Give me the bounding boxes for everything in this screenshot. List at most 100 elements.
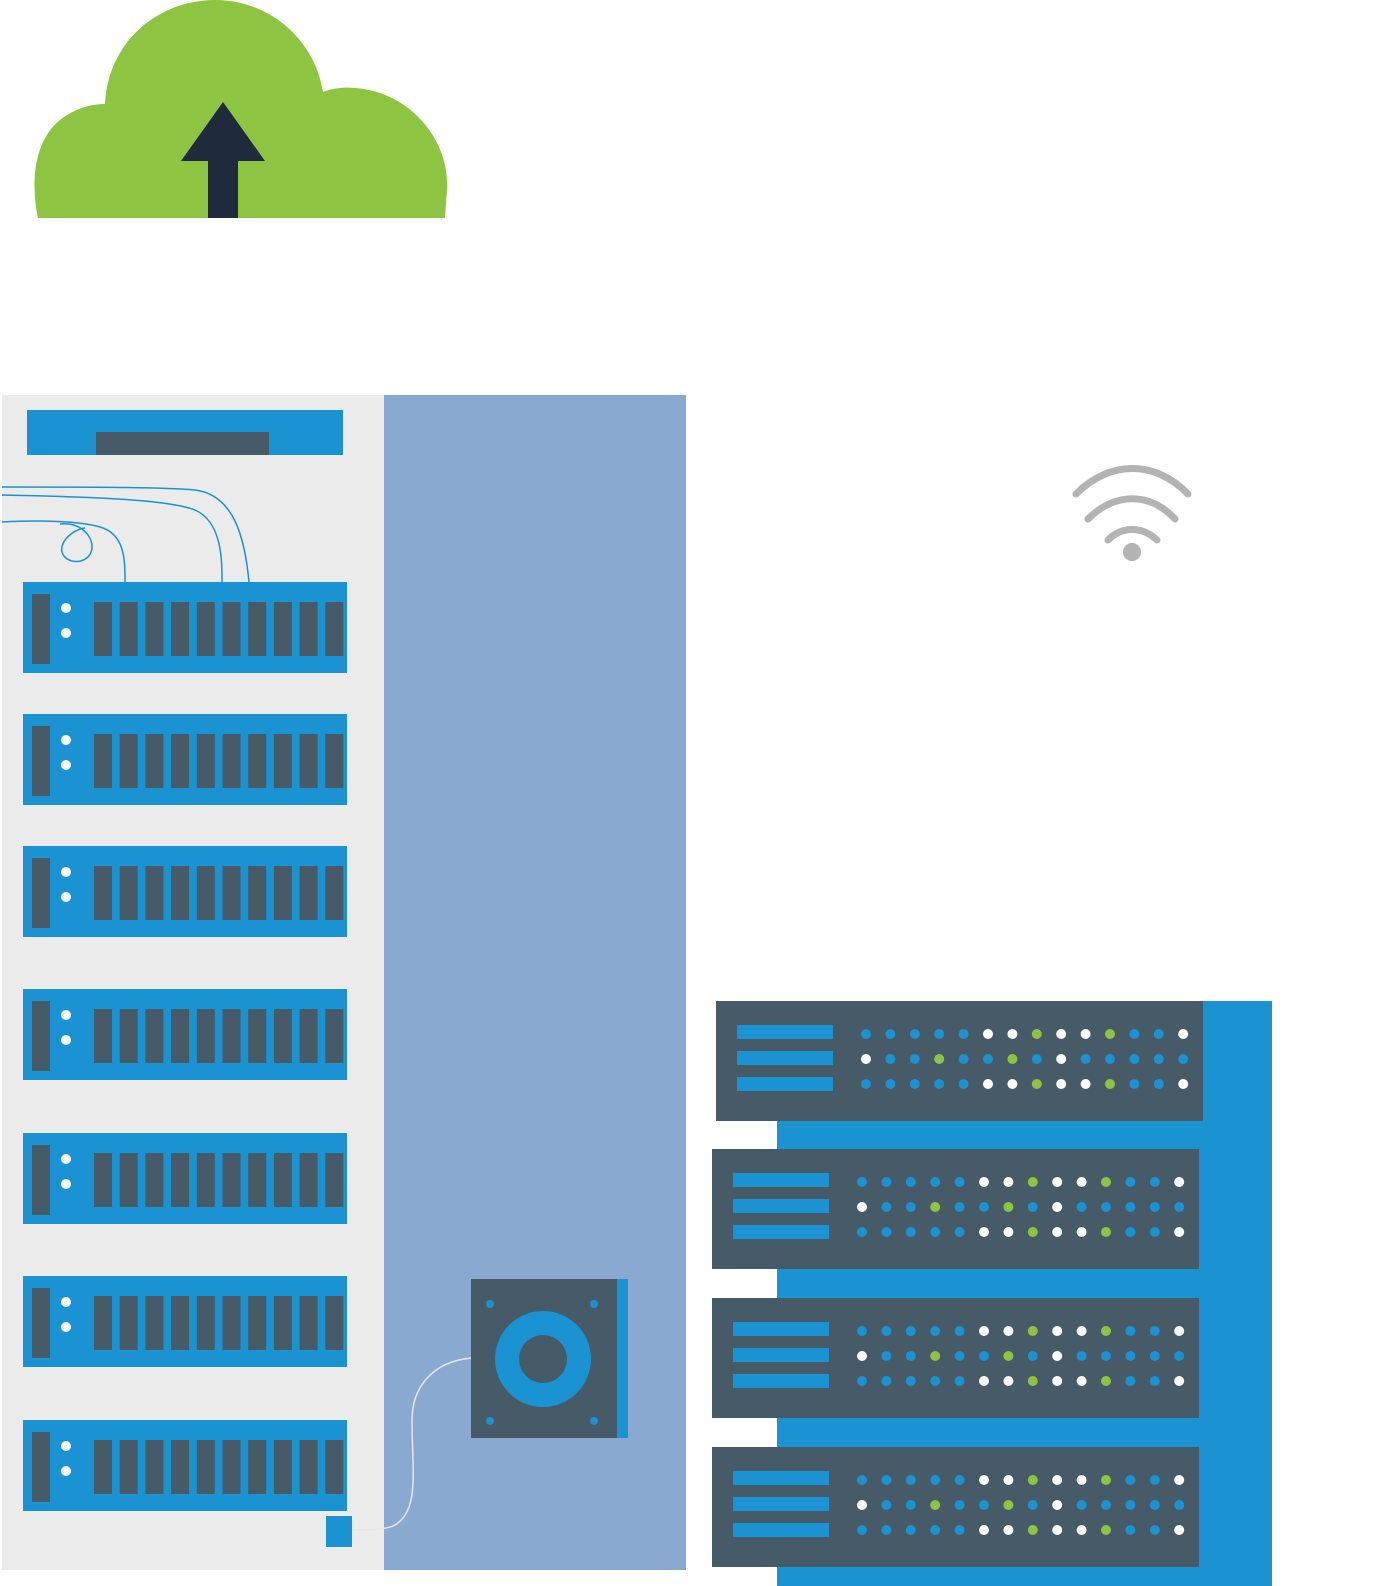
rack-units: [23, 582, 347, 1511]
drive-slot: [171, 602, 190, 656]
stack-unit-bar: [737, 1051, 833, 1065]
drive-slot: [94, 602, 112, 656]
status-led: [885, 1029, 896, 1039]
drive-slot: [171, 734, 190, 788]
stack-unit-bar: [733, 1374, 829, 1388]
status-led: [861, 1079, 871, 1089]
status-led: [857, 1475, 867, 1485]
rack-server-unit: [23, 1133, 347, 1224]
drive-slot: [145, 602, 164, 656]
status-led: [1153, 1029, 1164, 1039]
status-led: [881, 1326, 892, 1336]
status-led: [1003, 1177, 1014, 1187]
status-led: [905, 1525, 916, 1535]
status-led: [1101, 1475, 1111, 1485]
status-led: [885, 1054, 896, 1064]
status-led: [1174, 1227, 1185, 1237]
cable: [1, 520, 126, 583]
status-led: [857, 1202, 867, 1212]
status-led: [1101, 1202, 1111, 1212]
status-led: [930, 1500, 941, 1510]
status-led: [1153, 1054, 1164, 1064]
port-square: [326, 1516, 352, 1547]
status-led: [1027, 1500, 1038, 1510]
upload-arrow-shaft: [208, 161, 238, 218]
drive-slot: [248, 1009, 267, 1063]
drive-slot: [94, 734, 112, 788]
status-led: [1027, 1376, 1038, 1386]
status-led: [861, 1029, 871, 1039]
status-led: [1052, 1376, 1063, 1386]
status-led: [881, 1475, 892, 1485]
status-led: [905, 1177, 916, 1187]
status-led: [1178, 1079, 1189, 1089]
status-led: [930, 1376, 941, 1386]
status-led: [885, 1079, 896, 1089]
status-led: [1101, 1177, 1111, 1187]
drive-slot: [222, 866, 241, 920]
rack-server-unit: [23, 989, 347, 1080]
status-led: [1129, 1079, 1140, 1089]
status-led: [1027, 1525, 1038, 1535]
drive-slot: [119, 1440, 138, 1494]
status-led: [905, 1202, 916, 1212]
stack-unit-bar: [733, 1523, 829, 1537]
status-led: [954, 1500, 965, 1510]
status-led: [1076, 1525, 1087, 1535]
upload-arrow-head: [181, 102, 265, 161]
status-led: [1027, 1475, 1038, 1485]
stack-server-unit: [716, 1001, 1203, 1121]
cloud-shape: [34, 0, 448, 218]
stack-unit-bar: [733, 1497, 829, 1511]
drive-slot: [222, 602, 241, 656]
drive-slot: [248, 602, 267, 656]
status-led: [979, 1351, 989, 1361]
rack-unit-handle: [32, 858, 50, 928]
drive-slot: [145, 1296, 164, 1350]
status-led: [881, 1525, 892, 1535]
drive-slot: [94, 1153, 112, 1207]
status-led: [1052, 1177, 1063, 1187]
status-led: [1153, 1079, 1164, 1089]
drive-slot: [273, 1440, 292, 1494]
status-led: [1105, 1029, 1115, 1039]
storage-core: [519, 1335, 567, 1383]
drive-slot: [325, 1009, 344, 1063]
drive-slot: [196, 1440, 215, 1494]
status-led: [1052, 1475, 1063, 1485]
status-led: [1125, 1525, 1136, 1535]
storage-screw: [590, 1300, 598, 1308]
drive-slot: [325, 602, 344, 656]
status-led: [1149, 1177, 1160, 1187]
drive-slot: [273, 734, 292, 788]
status-led: [1149, 1376, 1160, 1386]
drive-slot: [325, 1153, 344, 1207]
status-led: [909, 1054, 920, 1064]
status-led: [979, 1177, 989, 1187]
status-led: [1076, 1376, 1087, 1386]
status-led: [1125, 1202, 1136, 1212]
server-stack-units: [712, 1001, 1203, 1567]
status-led: [1076, 1351, 1087, 1361]
rack-unit-led: [61, 1466, 71, 1476]
status-led: [934, 1079, 945, 1089]
rack-unit-led: [61, 603, 71, 613]
status-led: [857, 1500, 867, 1510]
drive-slot: [171, 1440, 190, 1494]
status-led: [1174, 1202, 1185, 1212]
drive-slot: [222, 1009, 241, 1063]
status-led: [1031, 1029, 1042, 1039]
status-led: [979, 1227, 989, 1237]
status-led: [1178, 1029, 1189, 1039]
rack-unit-handle: [32, 594, 50, 664]
status-led: [881, 1202, 892, 1212]
storage-cable: [351, 1357, 472, 1531]
rack-unit-led: [61, 1154, 71, 1164]
rack-unit-led: [61, 628, 71, 638]
drive-slot: [196, 866, 215, 920]
status-led: [954, 1227, 965, 1237]
drive-slot: [196, 1296, 215, 1350]
drive-slot: [171, 1153, 190, 1207]
drive-slot: [145, 1153, 164, 1207]
rack-server-unit: [23, 1420, 347, 1511]
